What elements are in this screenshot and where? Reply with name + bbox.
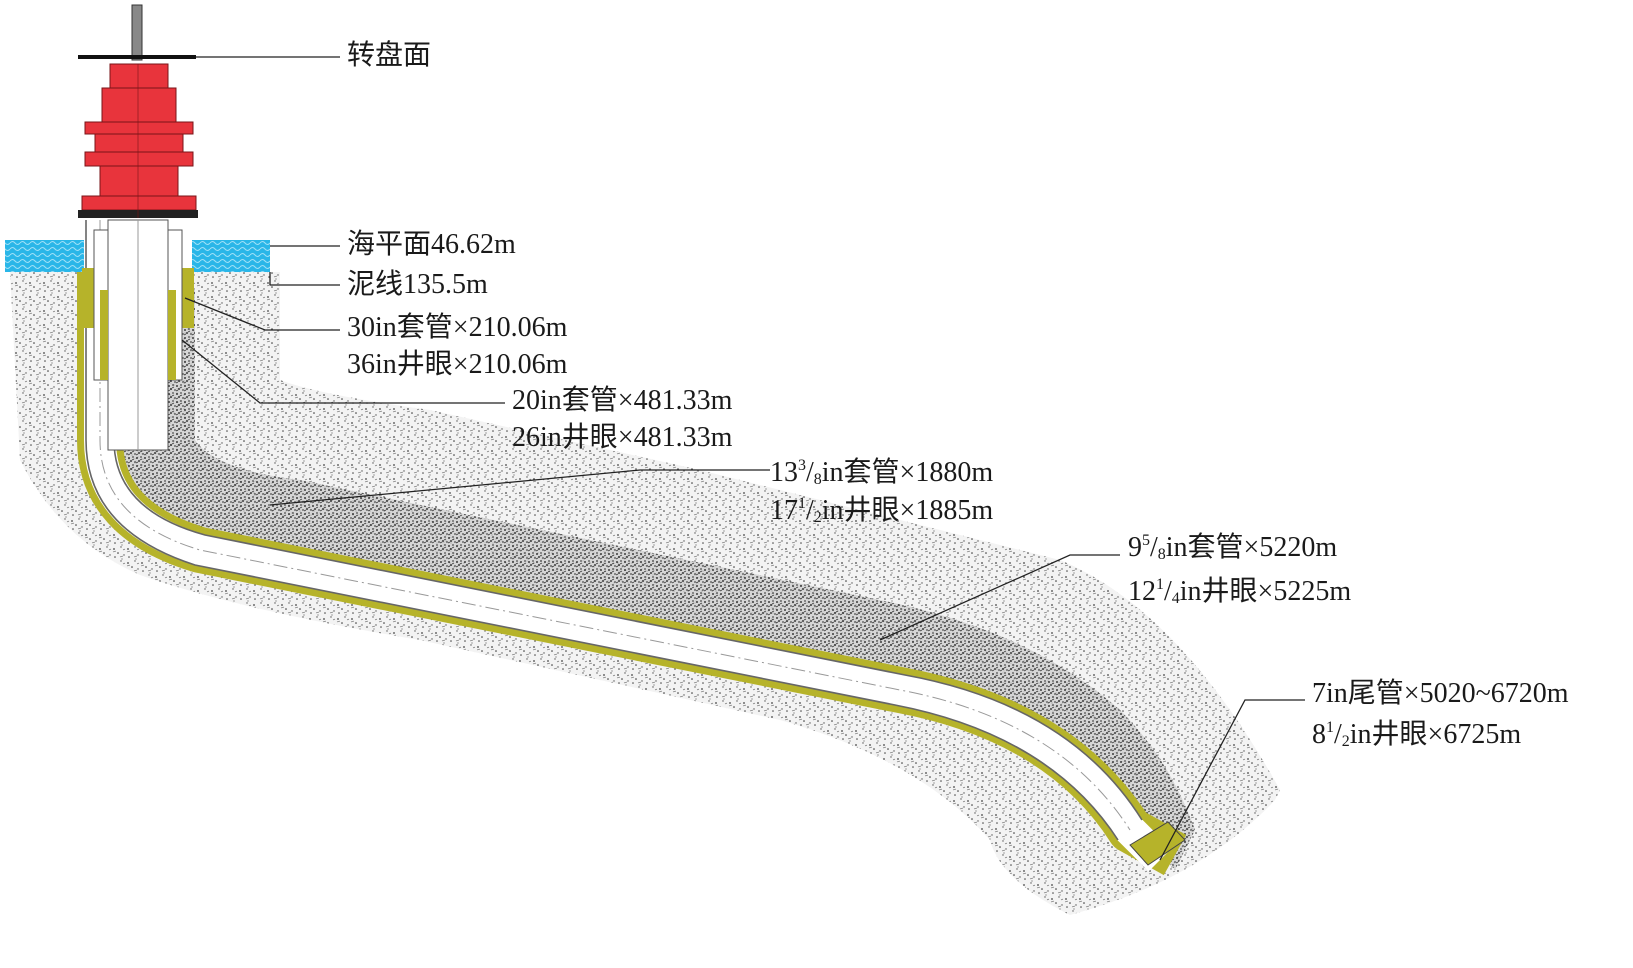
- casing-edge-right: [113, 220, 1143, 821]
- mudline-label: 泥线135.5m: [347, 269, 488, 300]
- wellhead-stack: [78, 4, 198, 218]
- casing-edge-left: [85, 220, 1119, 841]
- hole-12-1-4-label: 121/4in井眼×5225m: [1128, 576, 1352, 607]
- rotary-table-label: 转盘面: [347, 40, 432, 71]
- hole-8-1-2-label: 81/2in井眼×6725m: [1312, 719, 1522, 750]
- liner-shoe: [1129, 821, 1186, 866]
- hole-17-1-2-label: 171/2in井眼×1885m: [770, 495, 994, 526]
- casing-9-5-8-label: 95/8in套管×5220m: [1128, 532, 1338, 563]
- casing-30in-label: 30in套管×210.06m: [347, 312, 568, 343]
- liner-7in-label: 7in尾管×5020~6720m: [1312, 678, 1569, 709]
- hole-26in-label: 26in井眼×481.33m: [512, 422, 733, 453]
- sea-level-label: 海平面46.62m: [347, 229, 516, 260]
- casing-13-3-8-label: 133/8in套管×1880m: [770, 457, 994, 488]
- casing-20in-label: 20in套管×481.33m: [512, 385, 733, 416]
- wellbore-centerline: [99, 220, 1131, 831]
- formation-inner: [92, 290, 1195, 870]
- hole-36in-label: 36in井眼×210.06m: [347, 349, 568, 380]
